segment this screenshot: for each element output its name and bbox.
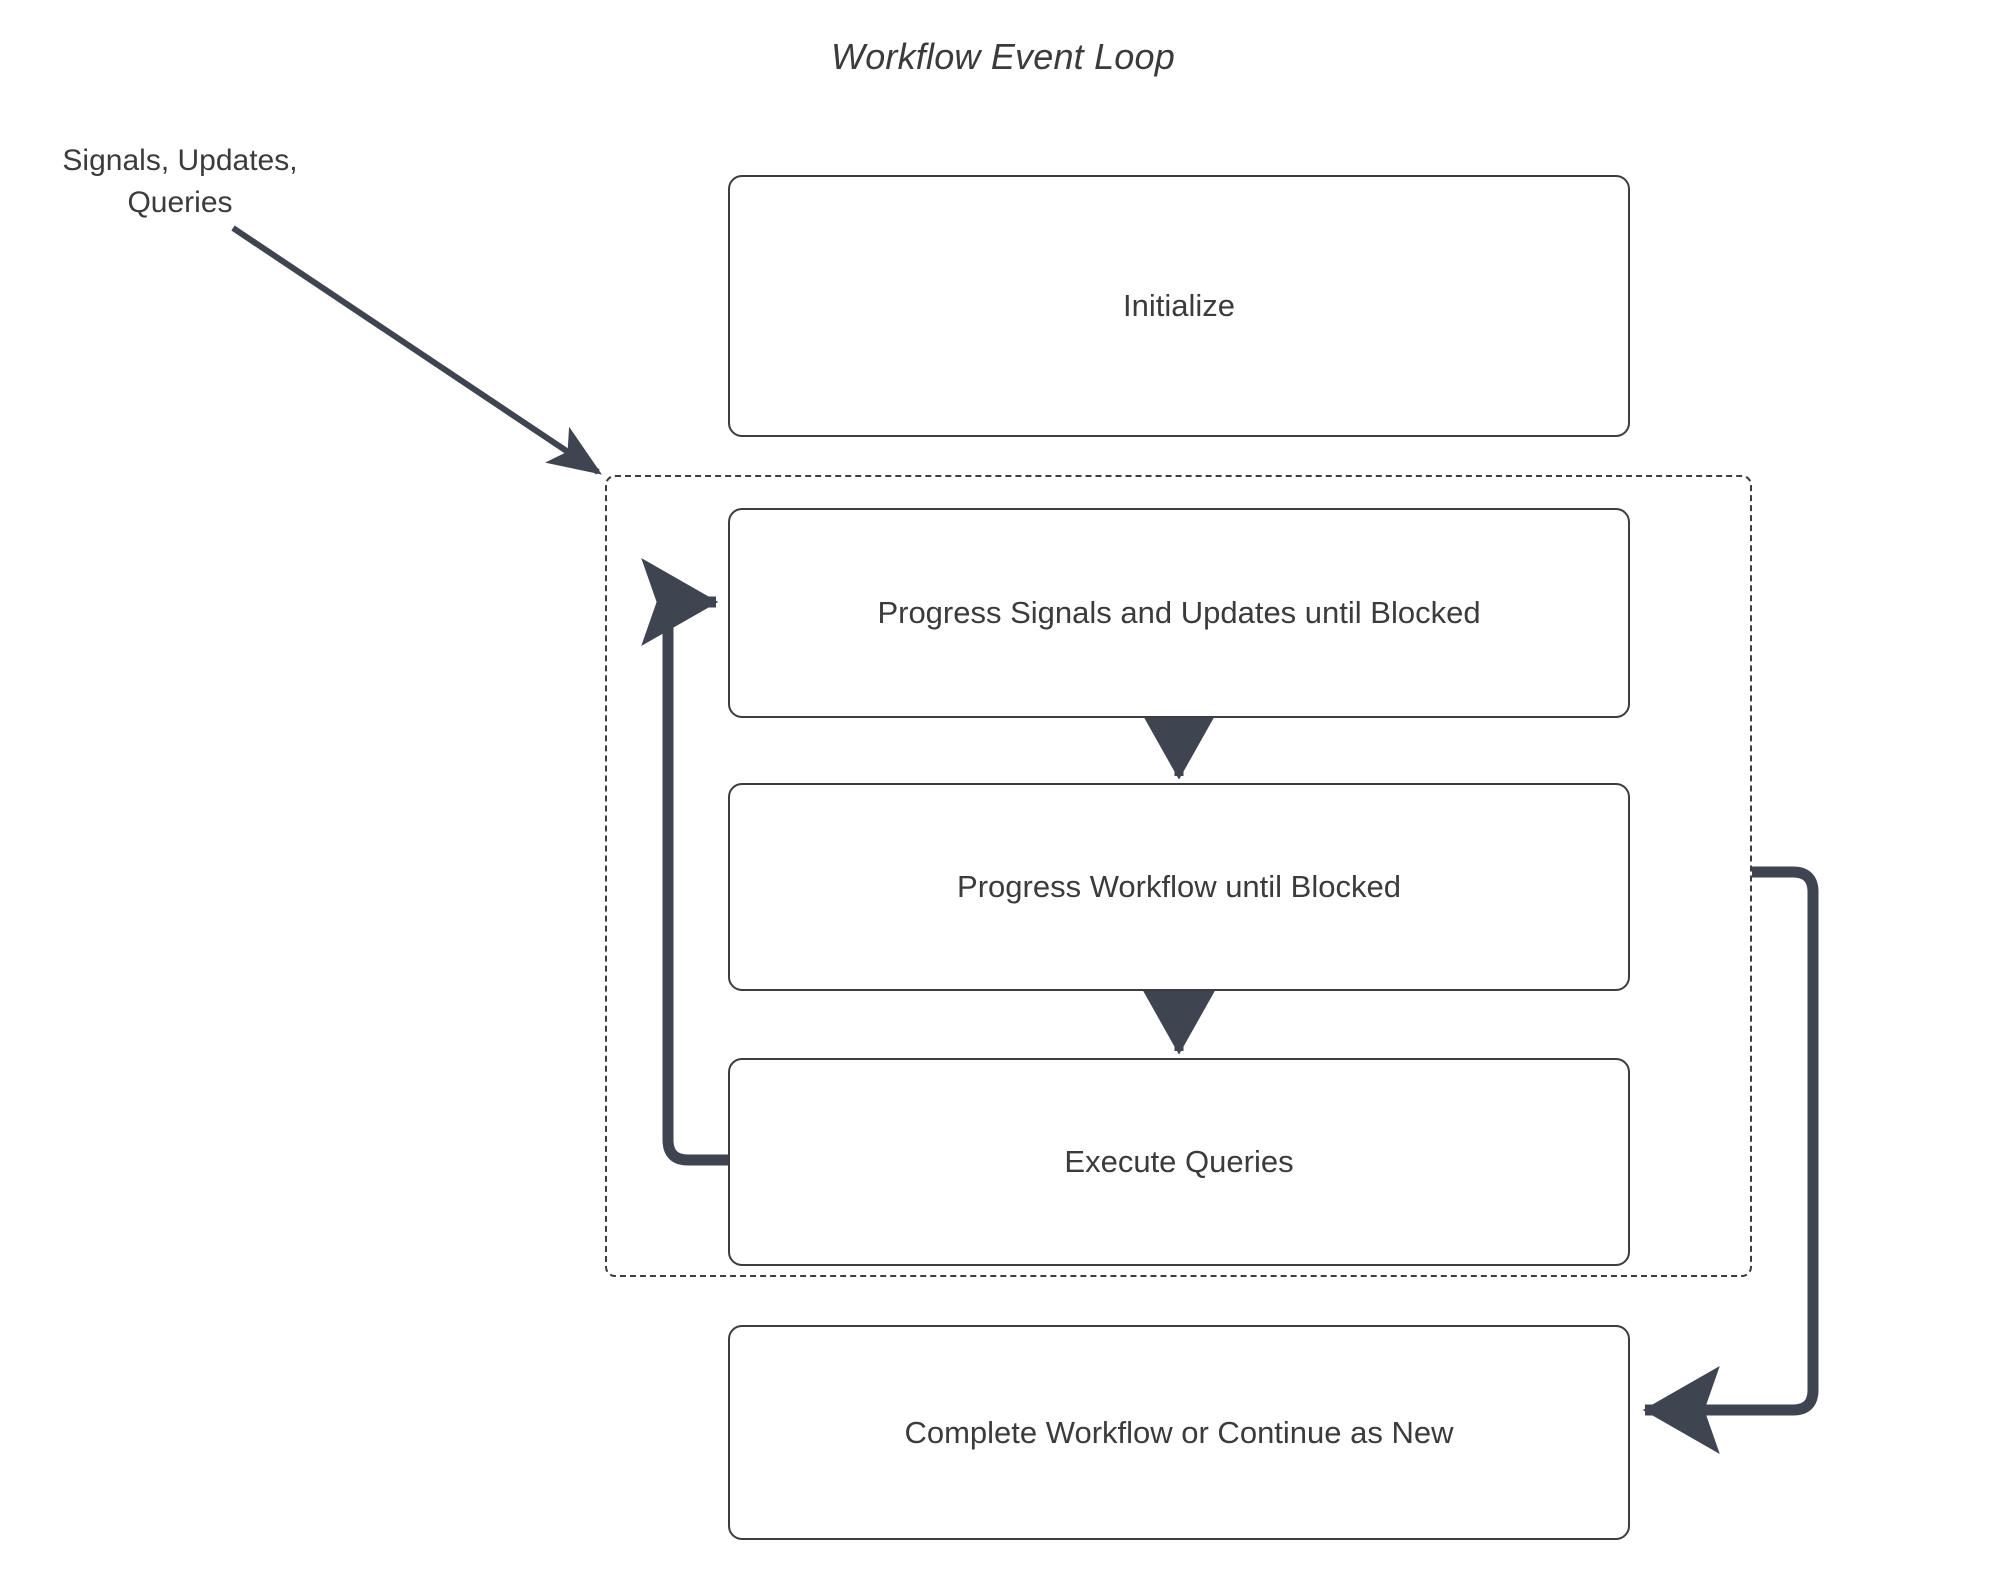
node-progress-signals-label: Progress Signals and Updates until Block… — [877, 595, 1481, 630]
node-progress-signals[interactable]: Progress Signals and Updates until Block… — [728, 508, 1630, 718]
external-input-label: Signals, Updates, Queries — [62, 144, 298, 219]
node-complete-workflow-label: Complete Workflow or Continue as New — [904, 1414, 1454, 1450]
node-progress-workflow-label: Progress Workflow until Blocked — [957, 869, 1401, 904]
edge-external-to-loop — [231, 225, 602, 475]
node-initialize-label: Initialize — [1123, 288, 1235, 323]
node-progress-workflow[interactable]: Progress Workflow until Blocked — [728, 783, 1630, 991]
node-complete-workflow[interactable]: Complete Workflow or Continue as New — [728, 1325, 1630, 1540]
node-execute-queries-label: Execute Queries — [1064, 1144, 1294, 1179]
node-execute-queries[interactable]: Execute Queries — [728, 1058, 1630, 1266]
page-title: Workflow Event Loop — [831, 36, 1175, 77]
node-initialize[interactable]: Initialize — [728, 175, 1630, 437]
